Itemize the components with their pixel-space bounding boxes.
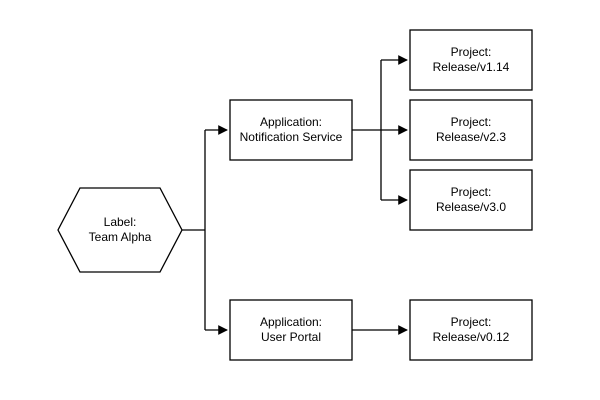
project-v30-shape: [409, 169, 533, 231]
app-portal-shape: [229, 299, 353, 361]
edge-team-trunk: [182, 130, 206, 330]
project-v012-shape: [409, 299, 533, 361]
project-v23-shape: [409, 99, 533, 161]
project-v114-shape: [409, 29, 533, 91]
app-notification-shape: [229, 99, 353, 161]
edge-notification-trunk: [352, 60, 382, 200]
team-hexagon-shape: [57, 187, 183, 273]
